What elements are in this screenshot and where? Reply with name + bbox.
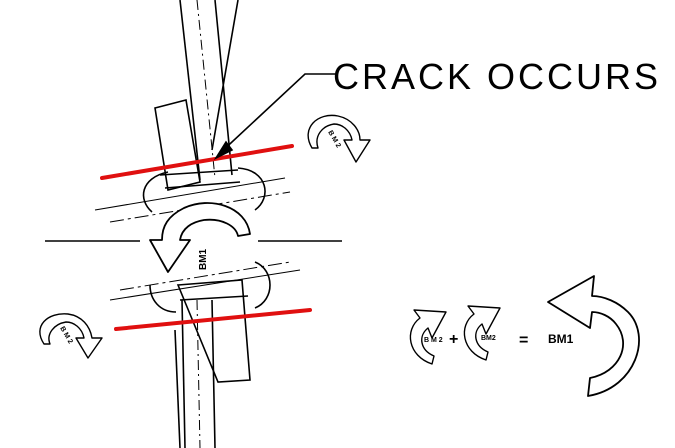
upper-gusset (142, 167, 266, 213)
equation-term-a-arrow-icon (409, 309, 447, 365)
crack-leader (213, 73, 335, 160)
upper-member (179, 0, 239, 181)
equation-term-b-arrow-icon (463, 305, 501, 361)
crack-label: CRACK OCCURS (333, 56, 661, 97)
bm1-label: BM1 (198, 248, 209, 270)
equation-result: BM1 (548, 332, 574, 346)
equation-plus: + (449, 331, 458, 348)
bm2-upper-label: B M 2 (326, 130, 341, 150)
lower-gusset (149, 261, 271, 313)
equation-term-b: BM2 (481, 335, 496, 342)
bm2-lower-label: B M 2 (58, 326, 73, 346)
bm2-upper-arrow-icon (307, 114, 371, 163)
crack-line-lower (114, 308, 312, 331)
lower-member (174, 299, 216, 448)
equation-equals: = (519, 332, 528, 349)
upper-plate (154, 99, 241, 191)
crack-line-upper (100, 144, 294, 180)
lower-plate (176, 279, 251, 383)
crack-lines (100, 144, 312, 331)
bm1-arrow-icon (149, 202, 251, 273)
equation-result-arrow-icon (547, 275, 640, 397)
bm2-lower-arrow-icon (39, 313, 103, 359)
equation-term-a: B M 2 (424, 337, 443, 344)
